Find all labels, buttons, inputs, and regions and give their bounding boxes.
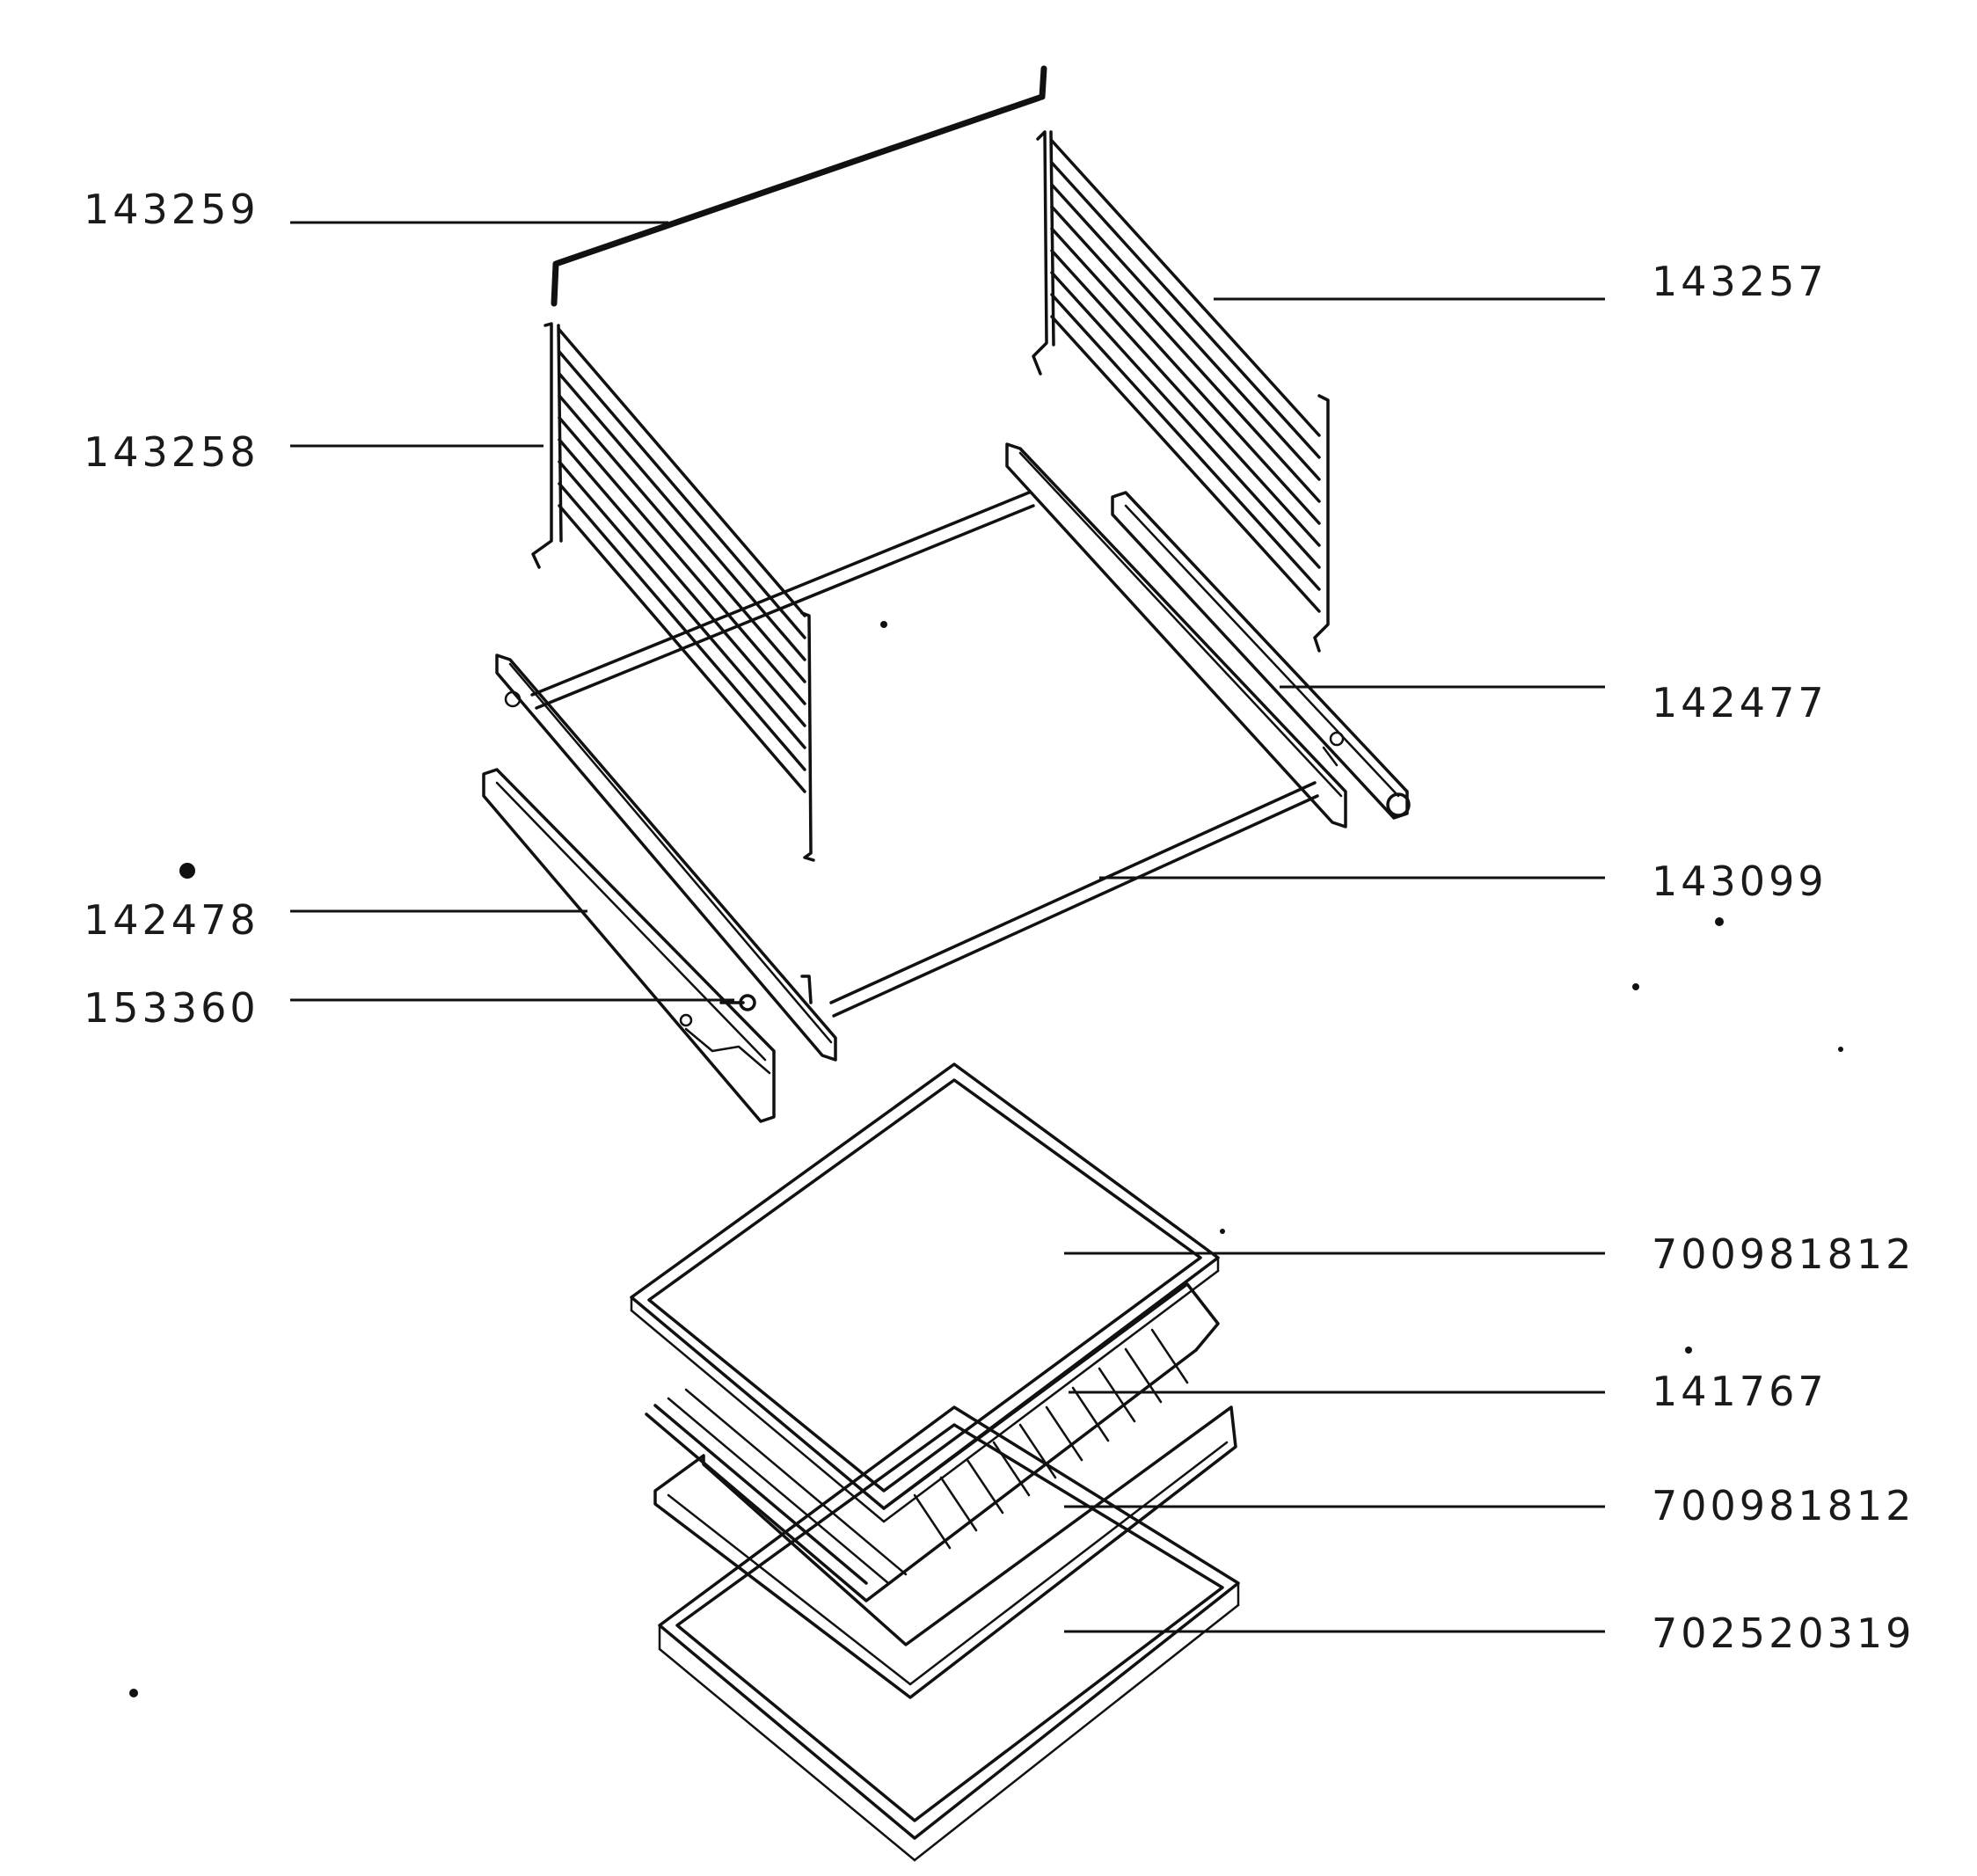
part-label-143258: 143258 — [84, 428, 259, 476]
part-label-700981812-b: 700981812 — [1652, 1482, 1915, 1529]
part-label-702520319: 702520319 — [1652, 1610, 1915, 1657]
part-label-143257: 143257 — [1652, 258, 1827, 305]
tray-middle-part — [653, 1405, 1237, 1699]
scan-specks — [129, 621, 1843, 1697]
part-label-143259: 143259 — [84, 186, 259, 233]
screw-part — [719, 994, 756, 1011]
shelf-support-left-part — [531, 322, 815, 862]
part-label-143099: 143099 — [1652, 858, 1827, 905]
part-label-141767: 141767 — [1652, 1368, 1827, 1415]
wire-bar-top-part — [551, 65, 1047, 307]
frame-part — [495, 442, 1347, 1062]
tray-glass-part — [630, 1062, 1220, 1523]
leader-lines — [290, 221, 1605, 1633]
shelf-support-right-part — [1032, 130, 1330, 653]
part-label-142477: 142477 — [1652, 679, 1827, 726]
part-labels: 143259 143257 143258 142477 143099 14247… — [84, 186, 1915, 1657]
part-label-142478: 142478 — [84, 896, 259, 944]
rail-right-part — [1111, 491, 1411, 820]
part-label-153360: 153360 — [84, 984, 259, 1032]
tray-bottom-part — [658, 1405, 1240, 1862]
grid-rack-part — [645, 1282, 1220, 1602]
rail-left-part — [482, 768, 776, 1123]
part-label-700981812-a: 700981812 — [1652, 1230, 1915, 1278]
